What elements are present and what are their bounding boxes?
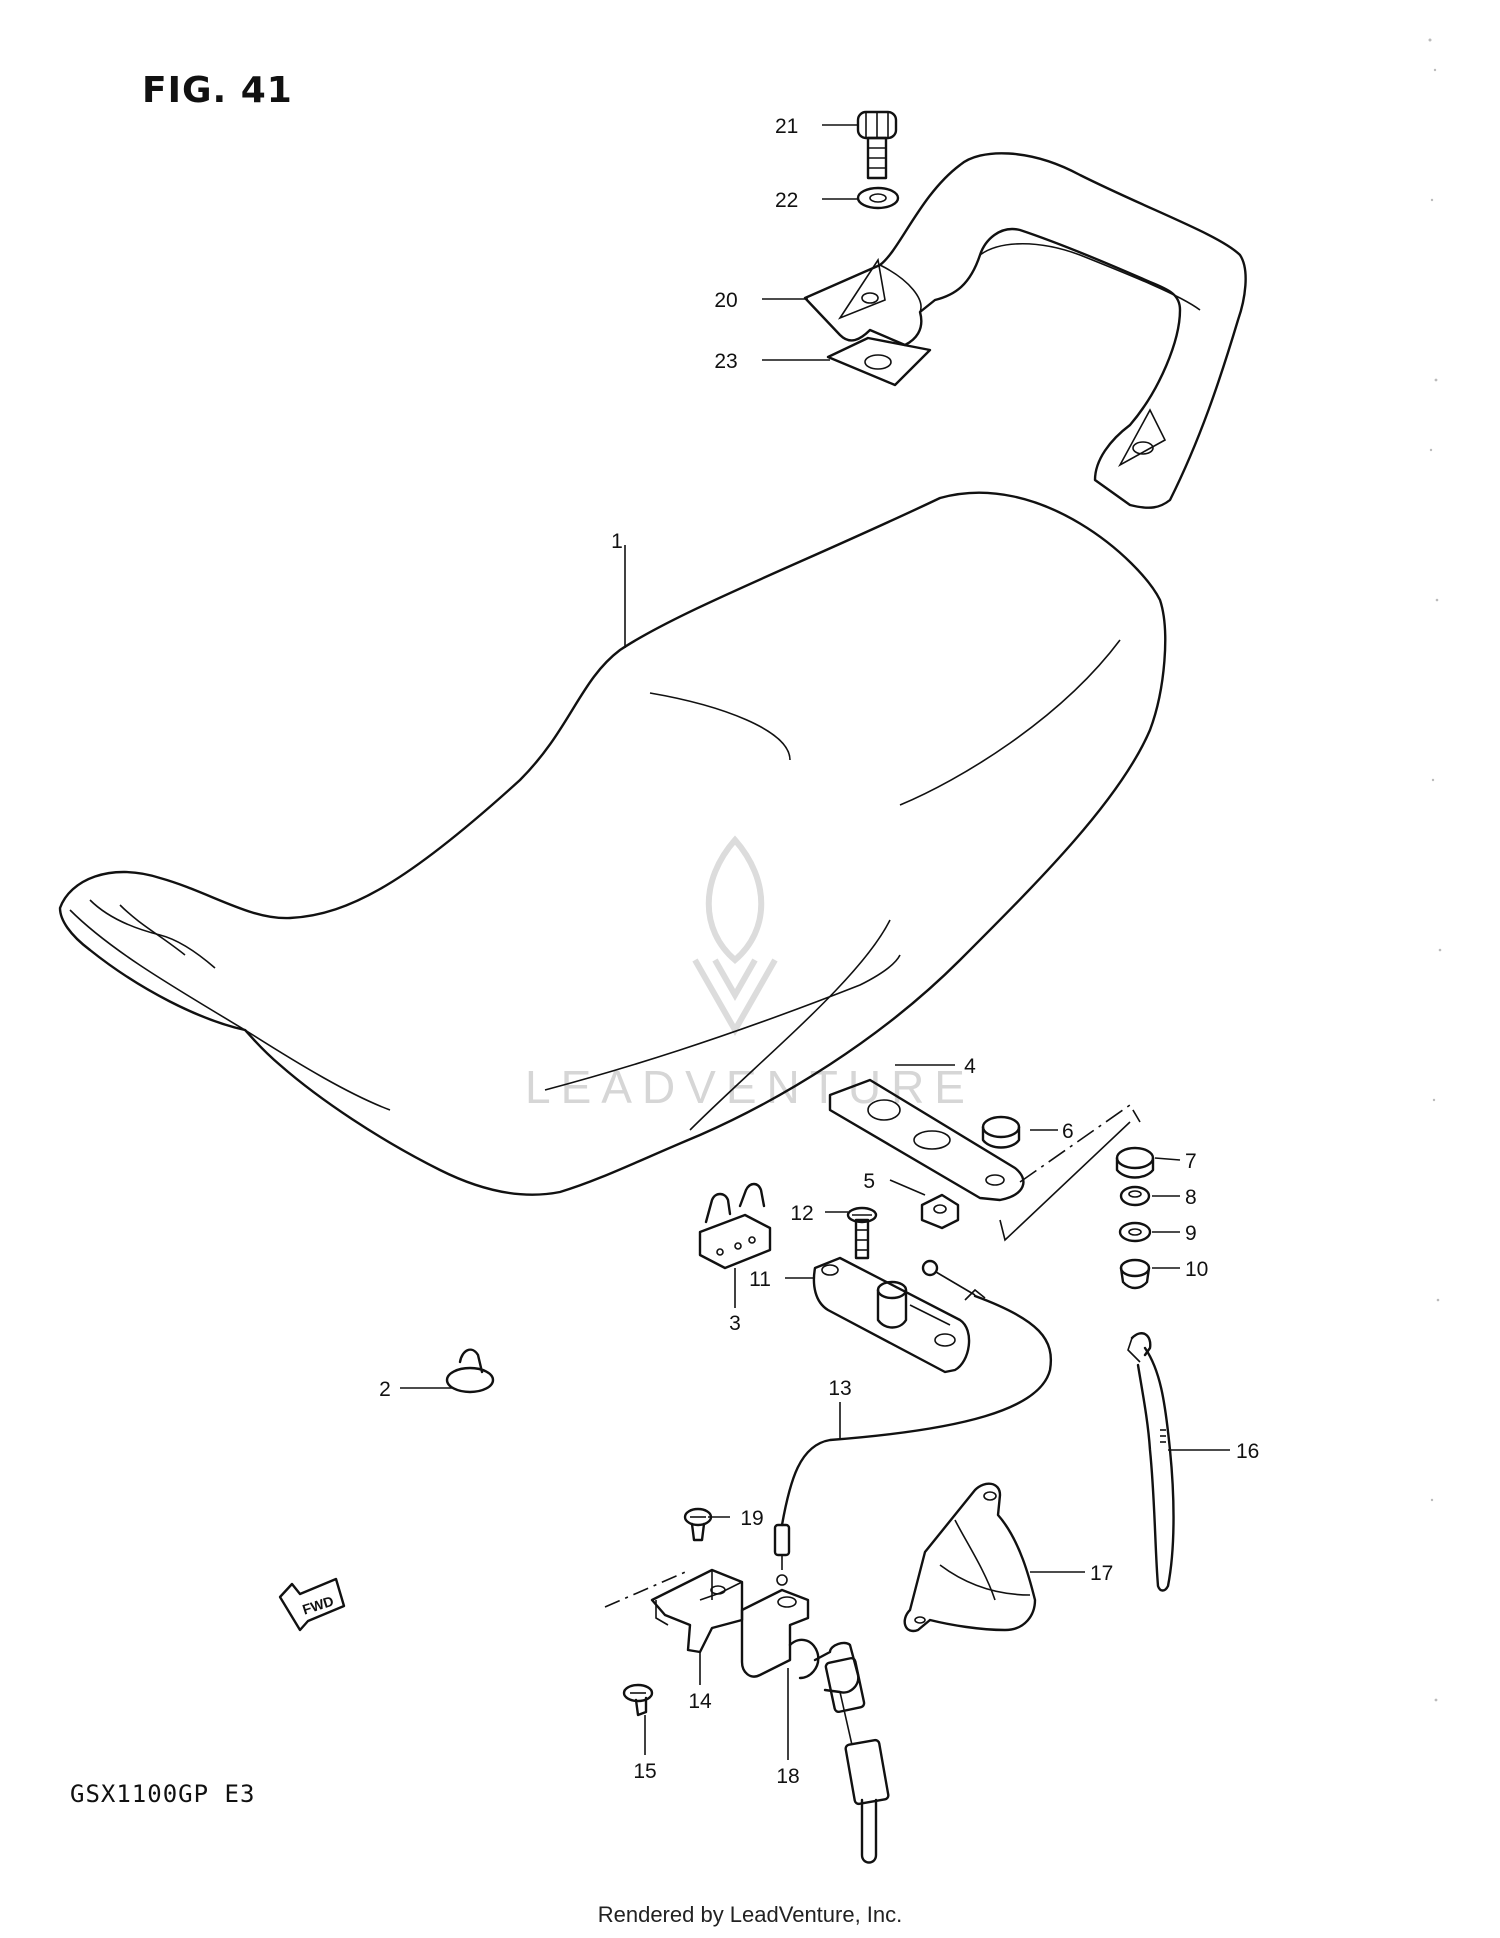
assembly-lines — [604, 1103, 1141, 1608]
callout-20: 20 — [714, 289, 737, 312]
callout-7: 7 — [1185, 1150, 1197, 1173]
cushion-part-6 — [981, 1115, 1021, 1149]
nut-part-8 — [1119, 1185, 1151, 1207]
grommet-part-2 — [400, 1348, 495, 1394]
footer-credit: Rendered by LeadVenture, Inc. — [597, 1902, 903, 1927]
watermark-logo-icon — [692, 835, 778, 1037]
callout-9: 9 — [1185, 1222, 1197, 1245]
callout-15: 15 — [633, 1760, 656, 1783]
lock-bracket-part-14 — [650, 1568, 744, 1685]
callout-6: 6 — [1062, 1120, 1074, 1143]
callout-5: 5 — [863, 1170, 875, 1193]
callout-leaders — [708, 124, 1181, 1518]
callout-18: 18 — [776, 1765, 799, 1788]
callout-21: 21 — [775, 115, 798, 138]
screw-part-15 — [622, 1683, 654, 1755]
washer-part-22 — [856, 186, 900, 210]
bolt-part-21 — [856, 110, 898, 180]
washer-part-9 — [1118, 1221, 1152, 1243]
bracket-part-4 — [828, 1078, 1025, 1202]
callout-16: 16 — [1236, 1440, 1259, 1463]
callout-12: 12 — [790, 1202, 813, 1225]
callout-4: 4 — [964, 1055, 976, 1078]
grab-rail-part-20 — [803, 152, 1247, 509]
callout-2: 2 — [379, 1378, 391, 1401]
stopper-part-3 — [698, 1182, 772, 1308]
plate-part-23 — [826, 336, 932, 387]
seat-part-1 — [58, 491, 1167, 1196]
callout-23: 23 — [714, 350, 737, 373]
callout-11: 11 — [749, 1268, 771, 1291]
cable-part-13 — [773, 1294, 1053, 1586]
model-code: GSX1100GP E3 — [70, 1780, 256, 1808]
nut-part-5 — [920, 1193, 960, 1230]
watermark-text: LEADVENTURE — [525, 1061, 975, 1113]
cover-part-17 — [903, 1482, 1085, 1633]
cushion-part-7 — [1115, 1146, 1155, 1179]
callout-17: 17 — [1090, 1562, 1113, 1585]
scan-edge-noise — [1428, 38, 1442, 1702]
screw-part-19 — [683, 1507, 713, 1542]
callout-10: 10 — [1185, 1258, 1208, 1281]
callout-13: 13 — [828, 1377, 851, 1400]
collar-nut-part-10 — [1119, 1258, 1151, 1290]
key-lock-part-18 — [740, 1588, 890, 1864]
callout-14: 14 — [688, 1690, 712, 1713]
screw-part-12 — [846, 1206, 878, 1260]
callout-1: 1 — [611, 530, 623, 553]
callout-8: 8 — [1185, 1186, 1197, 1209]
callout-19: 19 — [740, 1507, 763, 1530]
fwd-arrow-icon: FWD — [278, 1577, 346, 1632]
fwd-label: FWD — [300, 1593, 335, 1618]
seat-lock-part-11 — [812, 1256, 986, 1374]
callout-22: 22 — [775, 189, 798, 212]
figure-title: FIG. 41 — [142, 70, 293, 111]
band-part-16 — [1127, 1332, 1230, 1592]
callout-3: 3 — [729, 1312, 741, 1335]
